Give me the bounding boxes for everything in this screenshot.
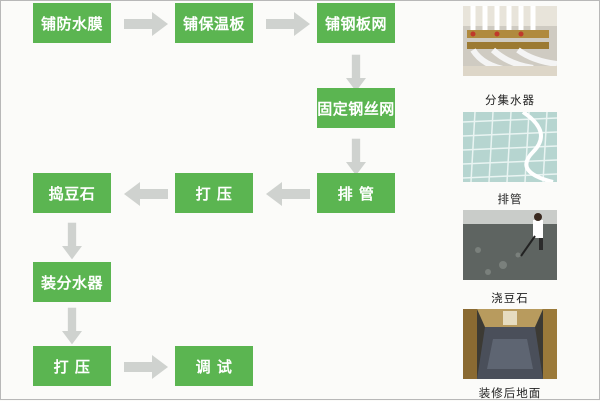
step-commissioning: 调 试 bbox=[175, 346, 253, 386]
arrow-right-icon bbox=[266, 12, 310, 36]
arrow-right-icon bbox=[124, 355, 168, 379]
arrow-right-icon bbox=[124, 12, 168, 36]
caption-piping: 排管 bbox=[497, 192, 523, 206]
piping-photo bbox=[463, 112, 557, 182]
arrow-down-icon bbox=[346, 54, 366, 92]
manifold-photo bbox=[463, 6, 557, 76]
arrow-down-icon bbox=[346, 138, 366, 176]
arrow-left-icon bbox=[266, 182, 310, 206]
step-waterproof-membrane: 铺防水膜 bbox=[33, 3, 111, 43]
step-insulation-board: 铺保温板 bbox=[175, 3, 253, 43]
arrow-left-icon bbox=[124, 182, 168, 206]
finished-floor-photo bbox=[463, 309, 557, 379]
caption-pea-gravel: 浇豆石 bbox=[491, 291, 529, 305]
step-piping: 排 管 bbox=[317, 173, 395, 213]
step-install-manifold: 装分水器 bbox=[33, 262, 111, 302]
pea-gravel-photo bbox=[463, 210, 557, 280]
step-pressure-test: 打 压 bbox=[175, 173, 253, 213]
caption-manifold: 分集水器 bbox=[485, 93, 535, 107]
step-steel-mesh: 铺钢板网 bbox=[317, 3, 395, 43]
step-pressure-test-final: 打 压 bbox=[33, 346, 111, 386]
step-fix-wire-mesh: 固定钢丝网 bbox=[317, 88, 395, 128]
step-pea-gravel: 捣豆石 bbox=[33, 173, 111, 213]
arrow-down-icon bbox=[62, 222, 82, 260]
arrow-down-icon bbox=[62, 307, 82, 345]
caption-finished-floor: 装修后地面 bbox=[478, 386, 542, 400]
